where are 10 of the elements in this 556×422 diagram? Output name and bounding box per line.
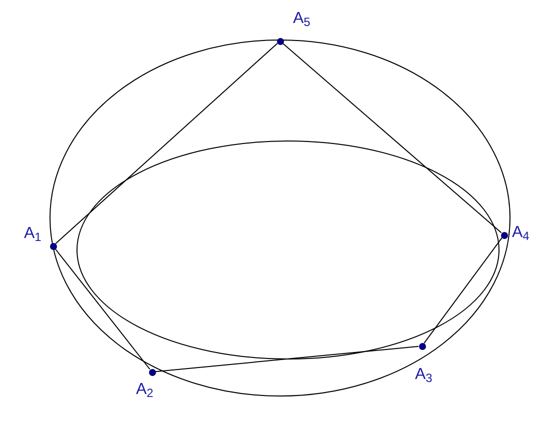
point-label: A$_{4}$	[512, 225, 530, 241]
polygon-side	[154, 346, 420, 372]
point-label: A$_{2}$	[136, 382, 154, 398]
polygon-side	[424, 237, 502, 344]
polygon-side	[55, 42, 278, 244]
point-label: A$_{3}$	[415, 367, 432, 383]
point-label: A$_{1}$	[24, 226, 42, 242]
point-label: A$_{5}$	[293, 11, 310, 27]
polygon-side	[282, 42, 502, 234]
polygon-side	[54, 248, 150, 370]
